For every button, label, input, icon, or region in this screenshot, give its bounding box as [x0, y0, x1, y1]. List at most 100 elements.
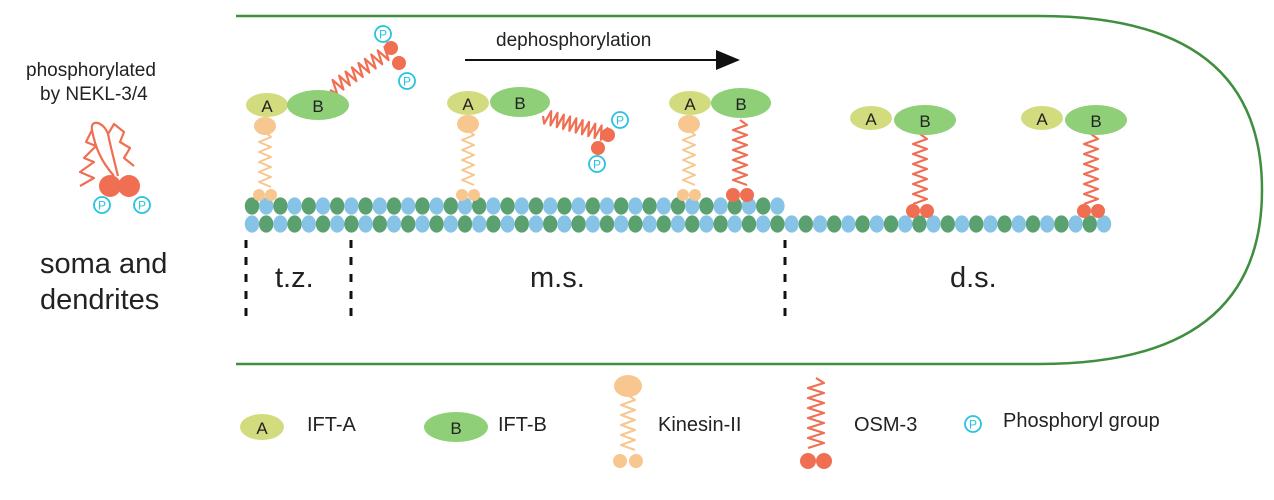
phosphoryl-letter: P: [593, 158, 601, 172]
phosphoryl-letter: P: [98, 199, 106, 213]
tubulin-bead-top: [472, 197, 487, 215]
tubulin-bead-bottom: [301, 215, 316, 233]
tubulin-bead-top: [244, 197, 260, 215]
legend-kinesin-swatch: [613, 375, 643, 468]
tubulin-bead-bottom: [926, 215, 941, 233]
motor-stalk: [620, 394, 636, 451]
osm3-head: [726, 188, 740, 202]
tubulin-bead-bottom: [1082, 215, 1098, 233]
tubulin-bead-bottom: [656, 215, 671, 233]
ift-b-letter: B: [312, 97, 323, 116]
kinesin-ii-tz: [253, 117, 277, 201]
motor-stalk: [461, 129, 475, 186]
phosphoryl-letter: P: [969, 418, 977, 432]
tubulin-bead-bottom: [713, 215, 728, 233]
motor-stalk: [258, 131, 272, 188]
tubulin-bead-bottom: [812, 215, 828, 233]
ift-a-particle: [850, 106, 892, 130]
motor-stalk: [911, 133, 929, 206]
motor-stalk: [806, 377, 826, 450]
tubulin-bead-bottom: [1054, 215, 1069, 233]
dephosphorylation-label: dephosphorylation: [496, 30, 652, 51]
phosphoryl-marker: [964, 415, 982, 433]
tubulin-bead-bottom: [528, 215, 544, 233]
osm3-ds-1: [906, 133, 934, 218]
tubulin-bead-bottom: [557, 215, 572, 233]
tubulin-bead-top: [415, 197, 430, 215]
ift-b-particle: [490, 87, 550, 117]
legend-ift-a-label: IFT-A: [307, 414, 356, 436]
motor-stalk: [1082, 133, 1100, 206]
kinesin-tail: [614, 375, 642, 397]
tubulin-bead-bottom: [429, 215, 444, 233]
legend-osm3-label: OSM-3: [854, 414, 918, 436]
microtubule: [244, 197, 1112, 233]
tubulin-bead-bottom: [784, 215, 799, 233]
osm3-head: [384, 41, 398, 55]
ift-b-particle: [894, 105, 956, 135]
zone-label-ds: d.s.: [950, 262, 997, 294]
legend-kinesin-label: Kinesin-II: [658, 414, 742, 436]
tubulin-bead-bottom: [883, 215, 899, 233]
kinesin-tail: [457, 115, 479, 133]
tubulin-bead-bottom: [898, 215, 913, 233]
osm3-folded-coil: [107, 122, 135, 167]
kinesin-head: [253, 189, 265, 201]
tubulin-bead-top: [429, 197, 444, 215]
kinesin-head: [629, 454, 643, 468]
tubulin-bead-bottom: [1040, 215, 1055, 233]
kinesin-ii-ms2: [677, 115, 701, 201]
motor-stalk: [731, 119, 749, 187]
phosphoryl-letter: P: [138, 199, 146, 213]
ift-train-tz: A B: [246, 90, 349, 120]
osm3-coil: [541, 110, 609, 141]
legend-phosphoryl-label: Phosphoryl group: [1003, 410, 1160, 432]
osm3-head: [800, 453, 816, 469]
tubulin-bead-bottom: [457, 215, 473, 233]
ift-a-particle: [447, 91, 489, 115]
osm3-ds-2: [1077, 133, 1105, 218]
osm3-head: [392, 56, 406, 70]
tubulin-bead-bottom: [614, 215, 629, 233]
tubulin-bead-bottom: [954, 215, 970, 233]
tubulin-bead-bottom: [500, 215, 515, 233]
osm3-folded-coil: [78, 129, 98, 187]
kinesin-head: [468, 189, 480, 201]
ift-a-letter: A: [261, 97, 273, 116]
tubulin-bead-bottom: [940, 215, 955, 233]
tubulin-bead-bottom: [1025, 215, 1041, 233]
osm3-head: [920, 204, 934, 218]
phospho-label-line1: phosphorylated: [26, 60, 156, 81]
ift-b-letter: B: [1090, 112, 1101, 131]
tubulin-bead-top: [557, 197, 572, 215]
tubulin-bead-bottom: [1011, 215, 1026, 233]
ift-a-particle: [669, 91, 711, 115]
phospho-label-line2: by NEKL-3/4: [40, 84, 148, 105]
tubulin-bead-top: [287, 197, 302, 215]
ift-train-ms-1: A B: [447, 87, 550, 117]
tubulin-bead-top: [457, 197, 473, 215]
osm3-folded-coil: [90, 121, 120, 177]
tubulin-bead-bottom: [486, 215, 501, 233]
osm3-head: [1077, 204, 1091, 218]
tubulin-bead-bottom: [443, 215, 458, 233]
tubulin-bead-top: [571, 197, 586, 215]
osm3-coil: [329, 45, 390, 95]
kinesin-head: [677, 189, 689, 201]
tubulin-bead-bottom: [969, 215, 984, 233]
tubulin-bead-bottom: [344, 215, 359, 233]
legend-osm3-swatch: [800, 377, 832, 469]
tubulin-bead-bottom: [827, 215, 842, 233]
ift-a-particle: [1021, 106, 1063, 130]
ift-train-ds-1: A B: [850, 105, 956, 135]
tubulin-bead-bottom: [628, 215, 643, 233]
phosphoryl-marker: [588, 155, 606, 173]
phosphoryl-marker: [133, 196, 151, 214]
legend: A B P: [240, 375, 982, 469]
tubulin-bead-bottom: [741, 215, 757, 233]
tubulin-bead-bottom: [401, 215, 416, 233]
phosphoryl-marker: [93, 196, 111, 214]
kinesin-head: [613, 454, 627, 468]
legend-phosphoryl-swatch: P: [964, 415, 982, 433]
